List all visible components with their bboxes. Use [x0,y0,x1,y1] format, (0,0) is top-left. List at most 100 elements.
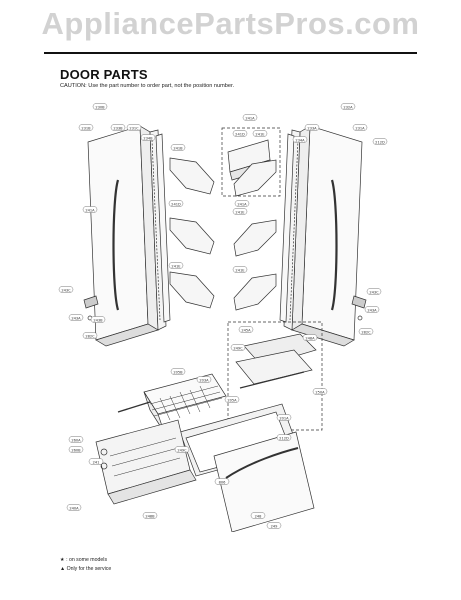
callout-212d: 212D [276,434,292,441]
callout-label: 232A [343,105,353,109]
callout-label: 201A [279,416,289,420]
callout-bubble [276,434,292,441]
callout-231a: 231A [352,124,368,131]
callout-bubble [238,326,254,333]
callout-label: 260B [71,448,81,452]
callout-bubble [88,458,104,465]
callout-label: 205B [173,370,183,374]
callout-bubble [78,124,94,131]
callout-bubble [292,136,308,143]
callout-240a: 240A [66,504,82,511]
callout-label: 230B [95,105,105,109]
callout-label: 212D [375,140,385,144]
callout-243a: 243A [68,314,84,321]
callout-label: 248B [145,514,155,518]
callout-249c: 249C [230,344,246,351]
callout-label: 282C [361,330,371,334]
callout-233a: 233A [304,124,320,131]
callout-bubble [140,134,156,141]
callout-label: 234A [295,138,305,142]
callout-label: 241D [171,202,181,206]
callout-label: 212D [279,436,289,440]
callout-bubble [358,328,374,335]
callout-249c: 249C [174,446,190,453]
callout-bubble [304,124,320,131]
callout-bubble [266,522,282,529]
callout-241: 241 [88,458,104,465]
callout-241d: 241D [232,130,248,137]
callout-bubble [82,206,98,213]
callout-label: 231A [355,126,365,130]
note-star: ★ : on some models [60,557,108,563]
callout-label: 282C [85,334,95,338]
callout-label: 231C [129,126,139,130]
callout-241e: 241E [232,208,248,215]
callout-label: 233A [307,126,317,130]
callout-label: 241E [255,132,265,136]
callout-label: 203A [199,378,209,382]
section-title: DOOR PARTS [60,67,148,82]
callout-label: 243B [93,318,103,322]
watermark-logo: AppliancePartsPros.com [41,6,420,41]
callout-bubble [232,130,248,137]
callout-bubble [352,124,368,131]
callout-label: 243A [71,316,81,320]
callout-label: 243A [367,308,377,312]
callout-label: 241D [235,132,245,136]
callout-label: 241E [171,264,181,268]
callout-bubble [242,114,258,121]
callout-label: 241E [235,210,245,214]
callout-label: 241A [85,208,95,212]
callout-label: 241A [245,116,255,120]
callout-label: 233B [113,126,123,130]
callout-label: 806 [219,480,227,484]
callout-label: 248A [305,336,315,340]
callout-label: 241B [173,146,183,150]
callout-bubble [232,208,248,215]
callout-label: 249C [177,448,187,452]
callout-bubble [340,103,356,110]
callout-bubble [170,144,186,151]
callout-234a: 234A [292,136,308,143]
callout-806: 806 [214,478,230,485]
callout-241e: 241E [252,130,268,137]
callout-label: 243C [369,290,379,294]
callout-bubble [252,130,268,137]
note-triangle: ▲ Only for the service [60,566,112,572]
callout-231b: 231B [78,124,94,131]
callout-label: 245A [241,328,251,332]
callout-243a: 243A [364,306,380,313]
callout-bubble [372,138,388,145]
callout-243b: 243B [90,316,106,323]
callout-231c: 231C [126,124,142,131]
callout-bubble [168,200,184,207]
callout-234b: 234B [140,134,156,141]
callout-bubble [302,334,318,341]
callout-243c: 243C [366,288,382,295]
callout-bubble [174,446,190,453]
callout-241a: 241A [234,200,250,207]
callout-241b: 241B [170,144,186,151]
callout-201a: 201A [276,414,292,421]
callout-label: 241 [93,460,100,464]
callout-bubble [230,344,246,351]
callout-245a: 245A [238,326,254,333]
callout-label: 240A [69,506,79,510]
callout-bubble [90,316,106,323]
callout-243c: 243C [58,286,74,293]
callout-248: 248 [250,512,266,519]
callout-bubble [276,414,292,421]
right-door-assembly [279,125,367,347]
callout-241a: 241A [82,206,98,213]
callout-205a: 205A [224,396,240,403]
header-rule [44,52,417,54]
callout-bubble [366,288,382,295]
callout-bubble [224,396,240,403]
callout-282c: 282C [358,328,374,335]
callout-232a: 232A [340,103,356,110]
callout-bubble [68,314,84,321]
callout-bubble [312,388,328,395]
callout-205b: 205B [170,368,186,375]
